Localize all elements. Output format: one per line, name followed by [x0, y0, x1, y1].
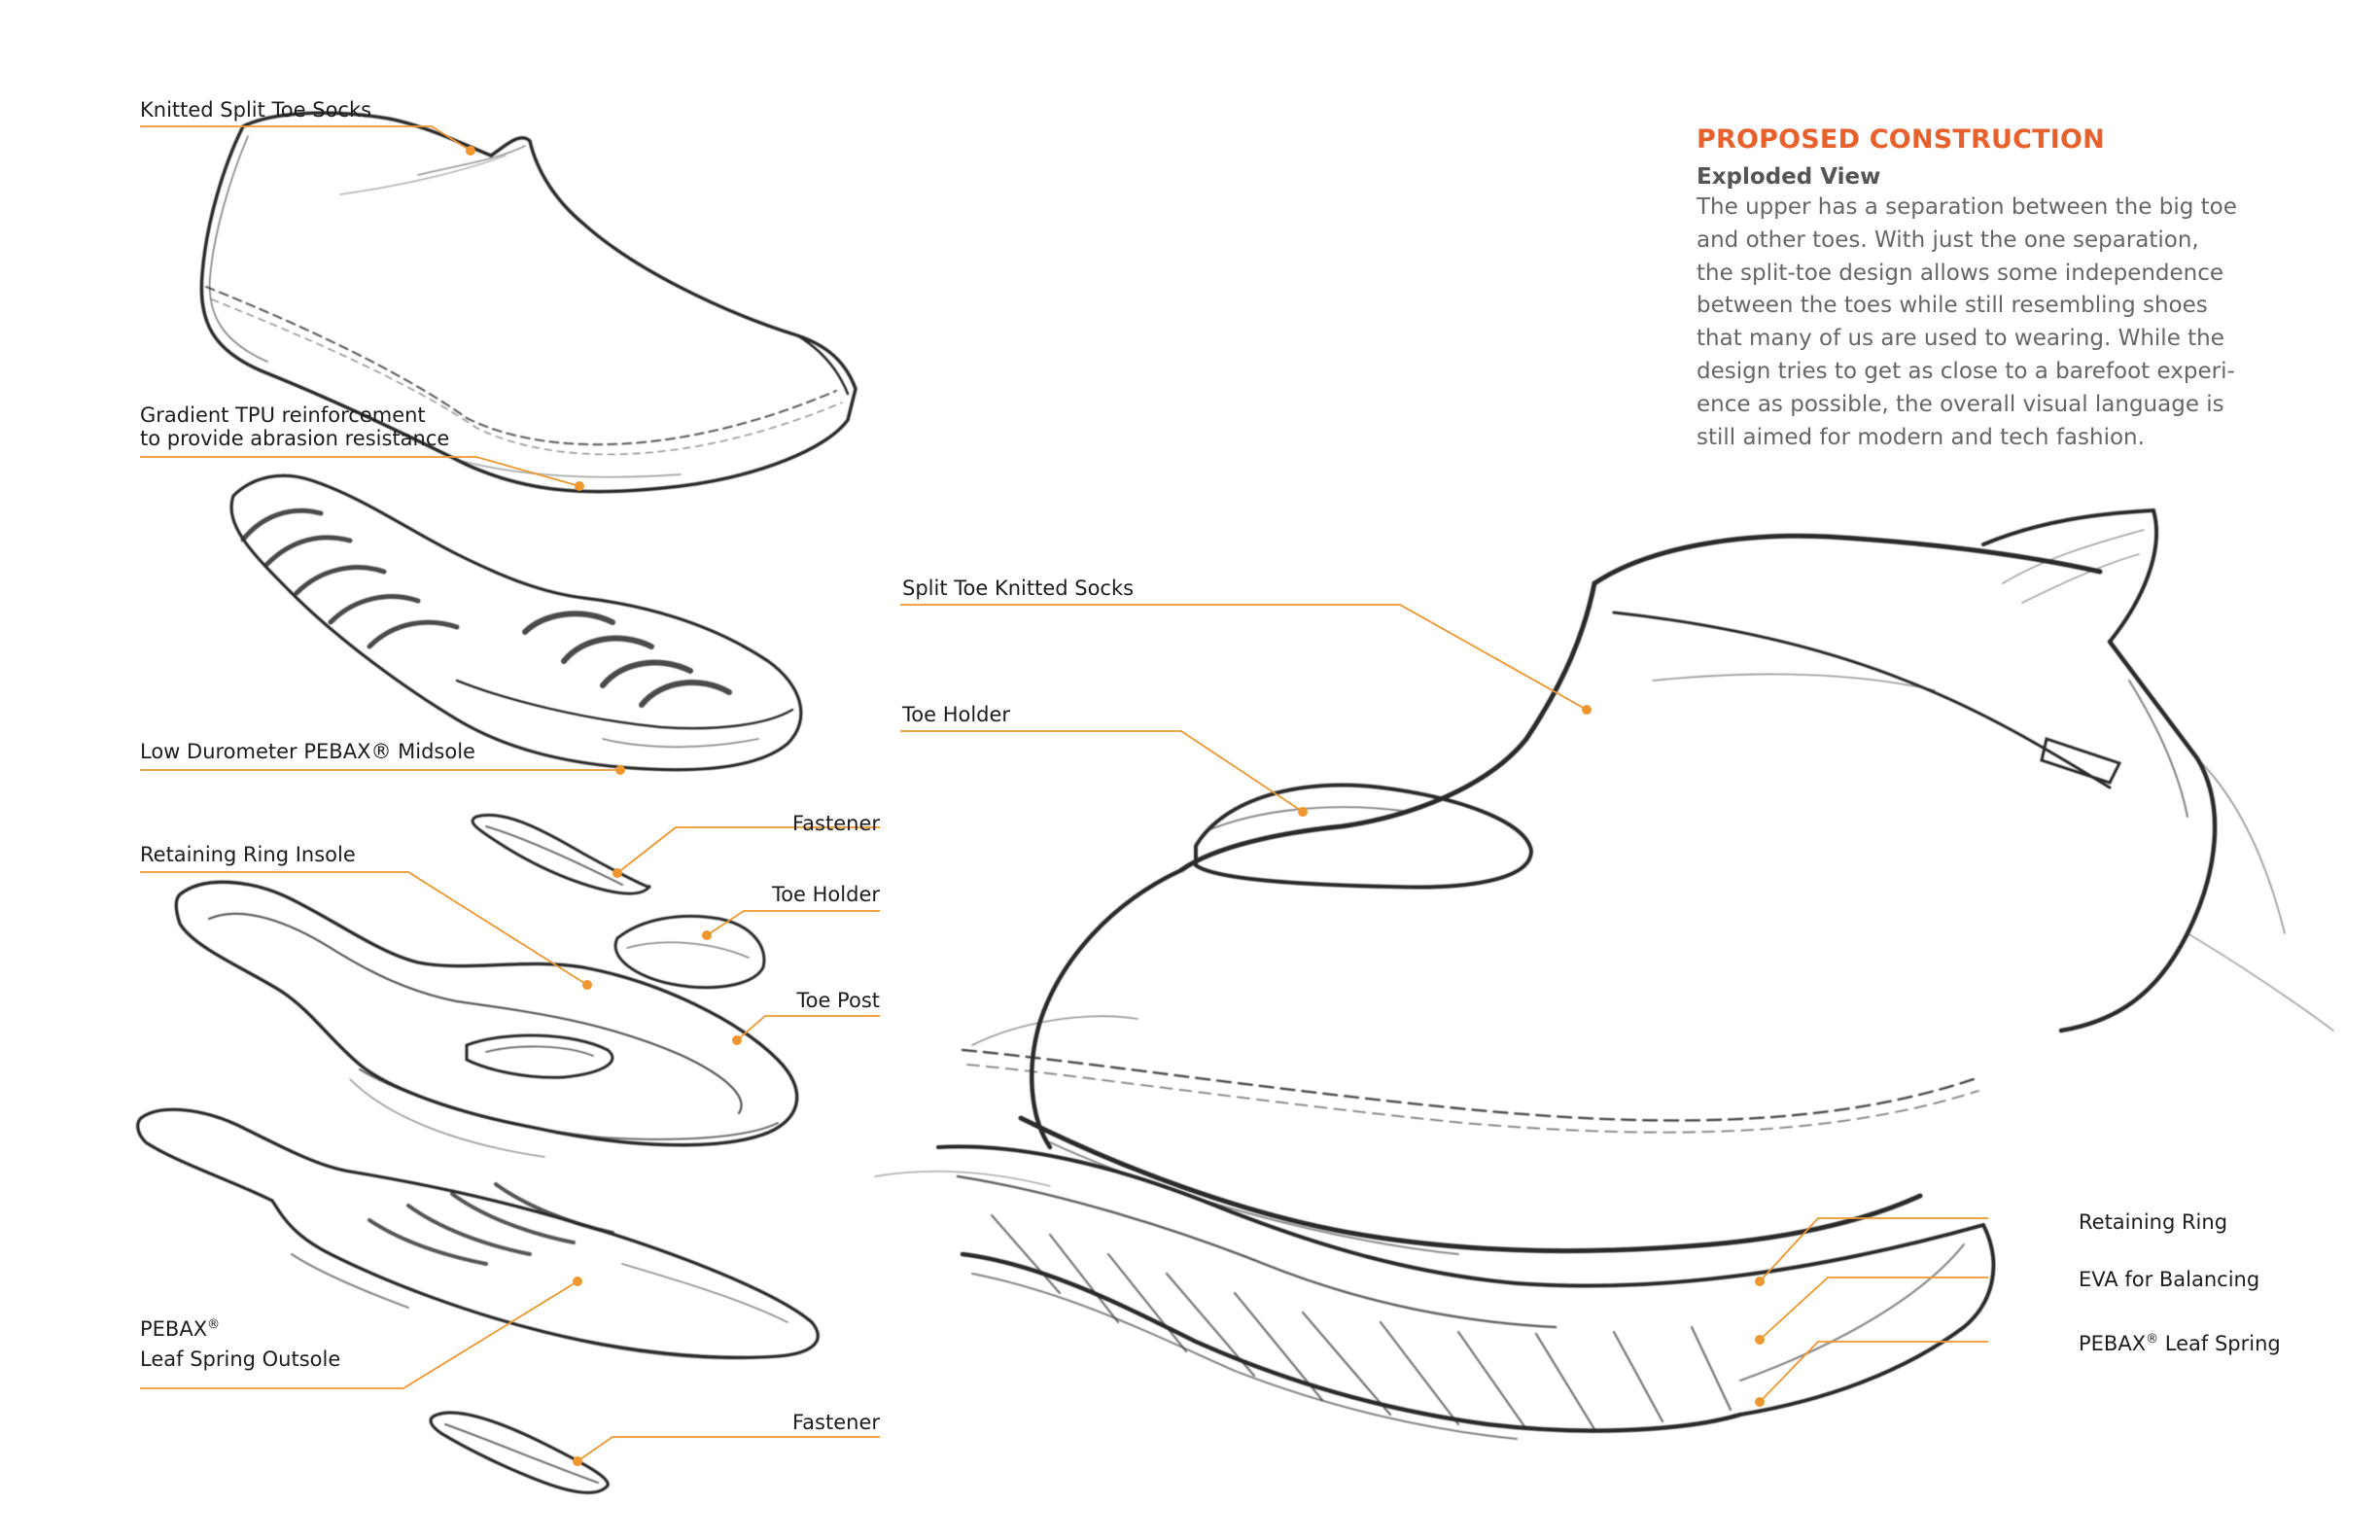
toe-holder-sketch: [613, 914, 766, 990]
label-toe-holder-left: Toe Holder: [771, 883, 880, 906]
label-retaining-ring-insole: Retaining Ring Insole: [140, 843, 356, 866]
label-toe-holder-right: Toe Holder: [902, 703, 1011, 726]
leader-dots: [466, 146, 1765, 1466]
label-gradient-tpu-line2: to provide abrasion resistance: [140, 427, 450, 450]
label-pebax-outsole-line1: PEBAX®: [140, 1317, 221, 1341]
construction-description: PROPOSED CONSTRUCTION Exploded View The …: [1697, 124, 2241, 454]
label-knitted-split-toe-socks: Knitted Split Toe Socks: [140, 98, 372, 122]
section-body: The upper has a separation between the b…: [1697, 194, 2237, 450]
sock-sketch: [199, 111, 858, 494]
fastener-bottom-sketch: [429, 1411, 610, 1494]
label-gradient-tpu-line1: Gradient TPU reinforcement: [140, 403, 426, 427]
label-split-toe-knitted-socks: Split Toe Knitted Socks: [902, 577, 1135, 600]
label-pebax-leaf-spring: PEBAX® Leaf Spring: [2079, 1332, 2281, 1355]
registered-mark: ®: [207, 1317, 221, 1332]
outsole-sketch: [136, 1107, 820, 1360]
label-toe-post: Toe Post: [796, 989, 880, 1012]
midsole-sketch: [229, 473, 803, 772]
assembled-shoe-sketch: [874, 508, 2334, 1440]
label-fastener-bottom: Fastener: [792, 1411, 880, 1434]
label-pebax-outsole-line2: Leaf Spring Outsole: [140, 1348, 341, 1371]
fastener-top-sketch: [471, 813, 651, 895]
section-title: PROPOSED CONSTRUCTION: [1697, 124, 2105, 155]
section-subtitle: Exploded View: [1697, 164, 1881, 190]
label-midsole: Low Durometer PEBAX® Midsole: [140, 740, 475, 763]
insole-sketch: [174, 880, 799, 1158]
label-retaining-ring: Retaining Ring: [2079, 1210, 2228, 1234]
label-fastener-top: Fastener: [792, 812, 880, 835]
label-eva-for-balancing: EVA for Balancing: [2079, 1268, 2260, 1291]
leader-lines: [140, 125, 1988, 1462]
registered-mark: ®: [2146, 1332, 2159, 1347]
